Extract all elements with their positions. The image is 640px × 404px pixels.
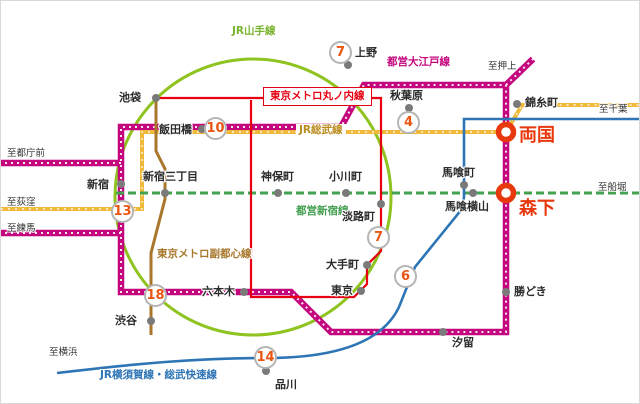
marunouchi-line-path <box>156 96 383 299</box>
line-label-fukutoshin: 東京メトロ副都心線 <box>157 248 252 260</box>
time-badge-tokyo: 6 <box>394 265 417 288</box>
line-label-yamanote: JR山手線 <box>232 25 276 37</box>
station-label-roppongi: 六本木 <box>202 285 235 298</box>
time-badge-shinagawa: 14 <box>254 346 277 369</box>
station-label-iidabashi: 飯田橋 <box>159 123 192 136</box>
line-label-oedo: 都営大江戸線 <box>387 56 450 68</box>
station-dot-shinjuku <box>117 180 125 188</box>
station-dot-jimbocho <box>274 189 282 197</box>
station-dot-tokyo <box>357 287 365 295</box>
station-label-shinagawa: 品川 <box>275 378 297 391</box>
line-label-toei-shinjuku: 都営新宿線 <box>296 205 349 217</box>
station-dots <box>117 61 521 375</box>
station-dot-bakurocho <box>460 181 468 189</box>
station-label-tokyo: 東京 <box>331 284 353 297</box>
direction-label-nerima: 至練馬 <box>7 223 36 234</box>
station-label-akihabara: 秋葉原 <box>390 89 423 102</box>
station-dot-kinshicho <box>513 100 521 108</box>
station-dot-roppongi <box>240 288 248 296</box>
direction-label-ogikubo: 至荻窪 <box>7 197 36 208</box>
station-dot-awajicho <box>377 200 385 208</box>
yamanote-line-path <box>113 57 393 337</box>
line-label-marunouchi: 東京メトロ丸ノ内線 <box>263 87 372 106</box>
time-badge-shinjuku: 13 <box>111 200 134 223</box>
oedo-line-stripe <box>1 58 534 333</box>
direction-label-tochomae: 至都庁前 <box>7 148 46 159</box>
station-label-ikebukuro: 池袋 <box>119 91 141 104</box>
time-badge-awajicho: 7 <box>367 226 390 249</box>
line-label-sobu: JR総武線 <box>296 124 346 137</box>
station-dot-shiodome <box>439 328 447 336</box>
time-badge-iidabashi: 10 <box>204 117 227 140</box>
direction-label-chiba: 至千葉 <box>599 104 628 115</box>
station-dot-akihabara <box>405 104 413 112</box>
station-label-awajicho: 淡路町 <box>342 210 375 223</box>
line-label-yokosuka-sobu-rapid: JR横須賀線・総武快速線 <box>100 369 217 381</box>
station-label-ogawamachi: 小川町 <box>329 170 362 183</box>
direction-label-funabori: 至船堀 <box>598 182 627 193</box>
station-label-bakuroyokoyama: 馬喰横山 <box>445 200 489 213</box>
highlight-label-morishita: 森下 <box>519 198 555 219</box>
time-badge-ueno: 7 <box>329 41 352 64</box>
station-label-ueno: 上野 <box>355 46 377 59</box>
station-label-bakurocho: 馬喰町 <box>442 166 475 179</box>
station-label-shibuya: 渋谷 <box>115 314 137 327</box>
station-label-otemachi: 大手町 <box>326 258 359 271</box>
station-dot-otemachi <box>363 261 371 269</box>
station-label-shinjuku-sanchome: 新宿三丁目 <box>143 170 198 183</box>
direction-label-yokohama: 至横浜 <box>49 347 78 358</box>
station-dot-ogawamachi <box>342 189 350 197</box>
station-dot-bakuroyokoyama <box>469 189 477 197</box>
station-dot-shibuya <box>147 317 155 325</box>
station-dot-ikebukuro <box>152 94 160 102</box>
time-badge-shibuya: 18 <box>144 284 167 307</box>
fukutoshin-line-path <box>149 101 167 335</box>
station-dot-ueno <box>344 61 352 69</box>
station-label-shiodome: 汐留 <box>452 336 474 349</box>
direction-label-oshiage: 至押上 <box>488 61 517 72</box>
highlight-ring-ryogoku <box>495 121 517 143</box>
station-label-kachidoki: 勝どき <box>514 285 547 298</box>
highlight-ring-morishita <box>495 182 517 204</box>
time-badge-akihabara: 4 <box>397 111 420 134</box>
station-label-jimbocho: 神保町 <box>261 170 294 183</box>
station-dot-shinagawa <box>262 367 270 375</box>
highlight-label-ryogoku: 両国 <box>519 125 555 146</box>
station-dot-shinjuku-sanchome <box>161 189 169 197</box>
station-dot-kachidoki <box>502 288 510 296</box>
station-label-kinshicho: 錦糸町 <box>525 96 558 109</box>
station-label-shinjuku: 新宿 <box>87 178 109 191</box>
